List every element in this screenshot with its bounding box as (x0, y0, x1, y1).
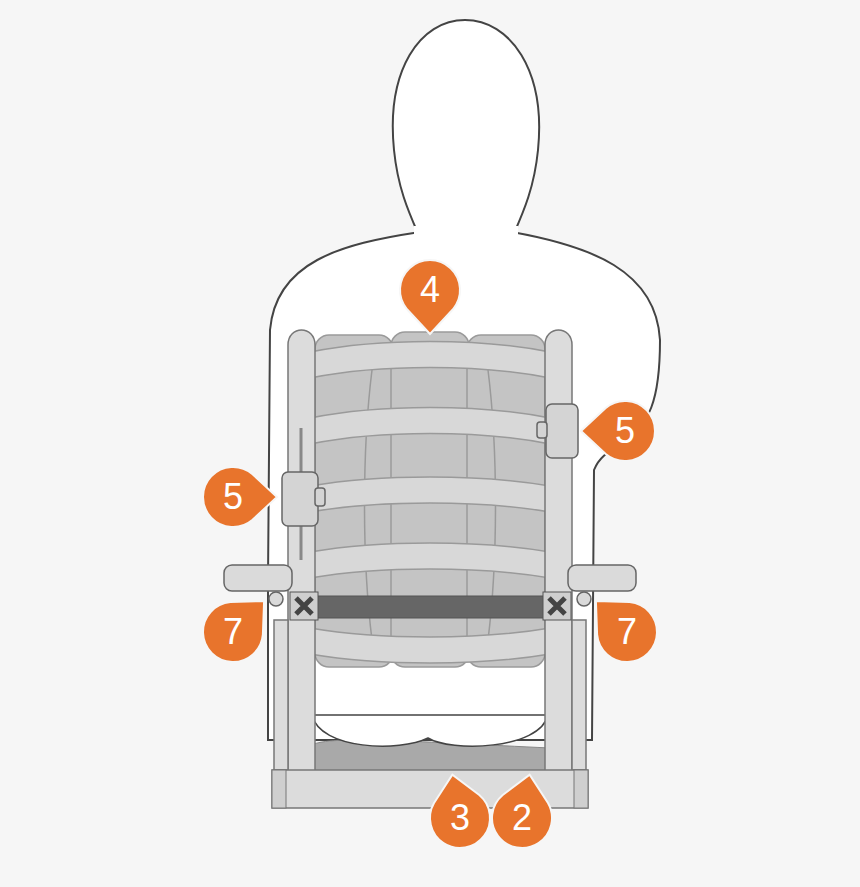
callout-number: 4 (400, 260, 460, 320)
callout-pin (581, 401, 655, 461)
callout-number: 2 (492, 788, 552, 848)
crossbar-end (574, 770, 588, 808)
callout-number: 5 (203, 467, 263, 527)
callout-pin (492, 775, 552, 848)
callout-number: 5 (595, 401, 655, 461)
callout-pin (400, 260, 460, 334)
callout-number: 7 (203, 602, 263, 662)
person-body (268, 232, 660, 740)
chair-uprights (274, 330, 586, 800)
callout-pin (203, 467, 277, 527)
callout-pin (203, 601, 264, 662)
cross-fittings (290, 592, 571, 620)
height-brackets (282, 404, 578, 526)
belt-strap (300, 596, 560, 618)
callout-number: 7 (597, 602, 657, 662)
callout-pins (203, 260, 657, 848)
callout-number: 3 (430, 788, 490, 848)
crossbar-end (272, 770, 286, 808)
buttocks (312, 715, 548, 746)
callout-pin (430, 775, 490, 848)
neck-fill (414, 226, 518, 246)
callout-pin (596, 601, 657, 662)
armrests (224, 565, 636, 606)
person-head (393, 20, 539, 238)
